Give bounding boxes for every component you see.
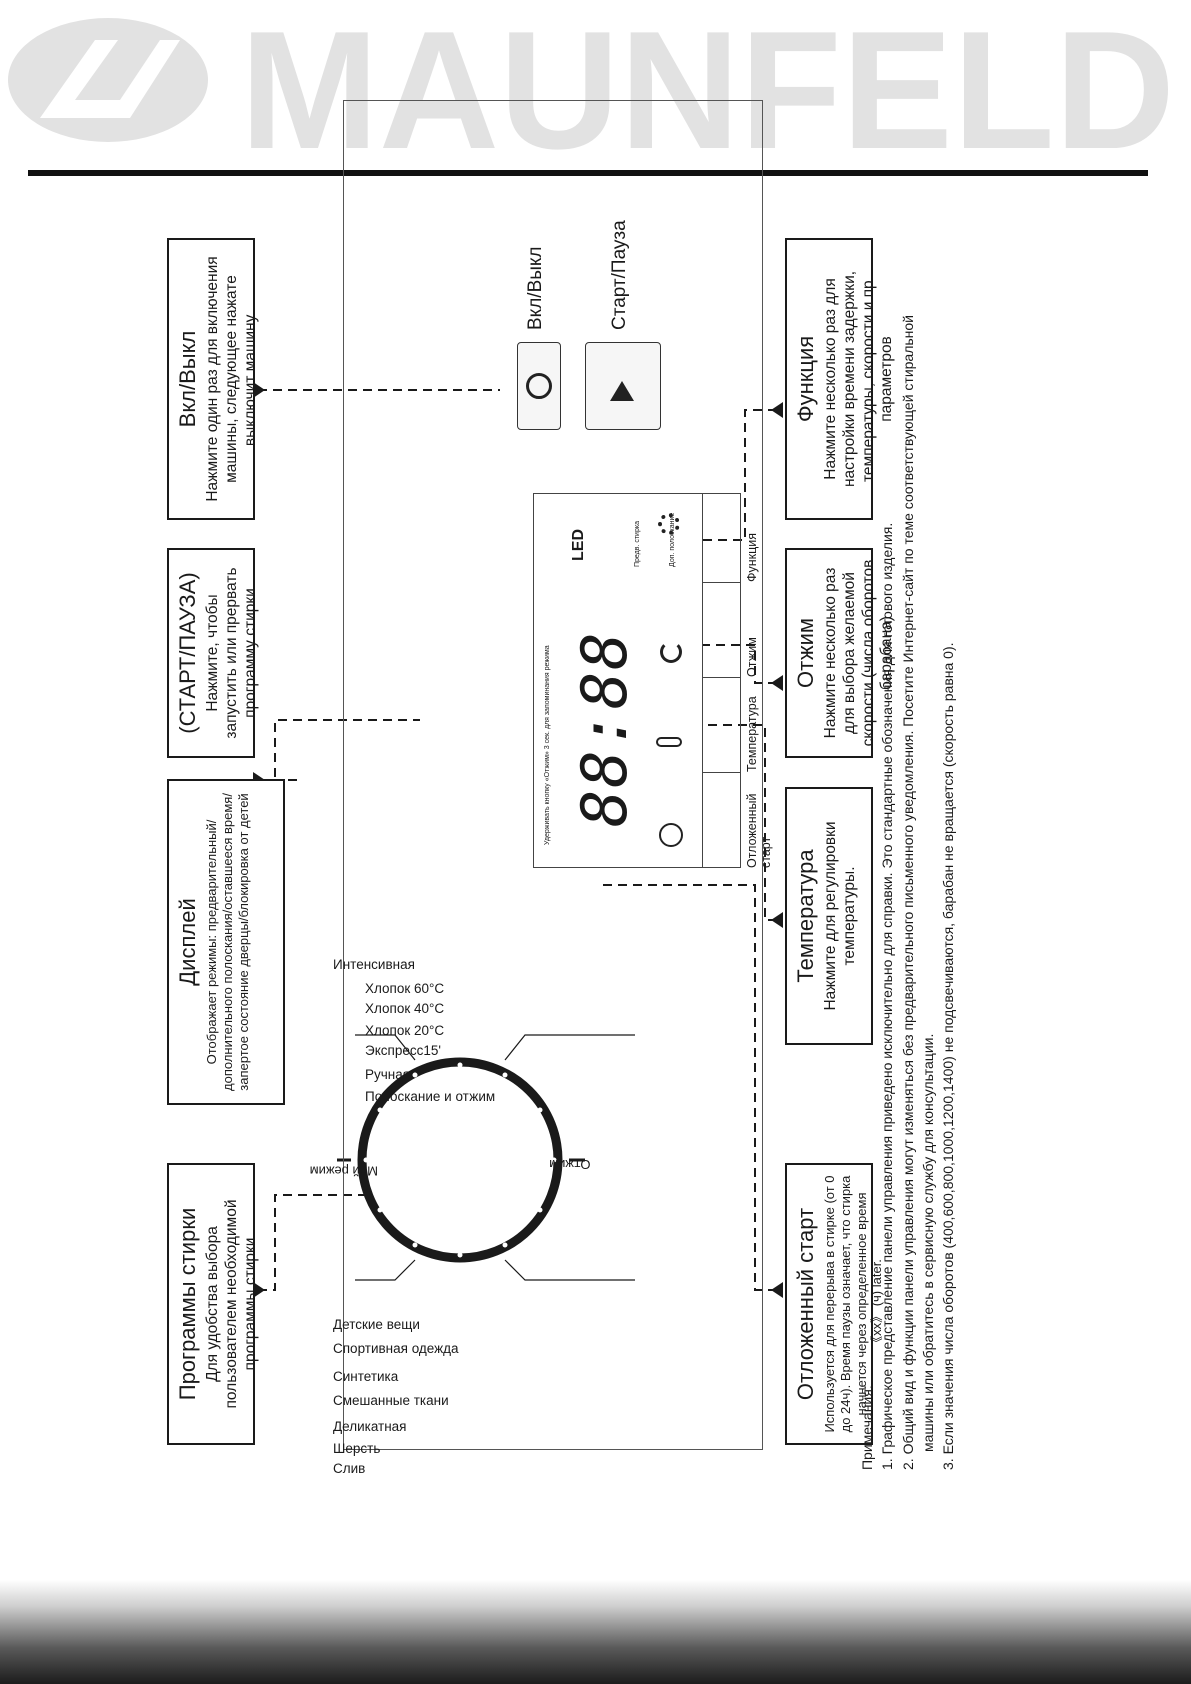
program-label[interactable]: Хлопок 40°C — [365, 1001, 445, 1016]
program-label[interactable]: Шерсть — [333, 1441, 381, 1456]
note-item: 2. Общий вид и функции панели управления… — [899, 314, 916, 1470]
program-label[interactable]: Смешанные ткани — [333, 1393, 449, 1408]
control-panel-diagram: Программы стирки Для удобства выбора пол… — [115, 100, 1075, 1580]
gear-icon — [658, 513, 680, 535]
program-label[interactable]: Деликатная — [333, 1419, 407, 1434]
play-pause-icon — [610, 381, 634, 401]
hold-hint: Удерживать кнопку «Отжим» 3 сек. для зап… — [544, 645, 551, 845]
spin-button-label: Отжим — [745, 637, 759, 677]
program-dial[interactable] — [337, 1057, 585, 1263]
spin-icon — [660, 641, 682, 663]
led-label: LED — [570, 529, 587, 561]
panel-button-row — [703, 493, 741, 868]
program-label[interactable]: Полоскание и отжим — [365, 1089, 496, 1104]
thermometer-icon — [656, 737, 682, 747]
prewash-label: Предв. стирка — [634, 521, 641, 567]
note-item: машины или обратитесь в сервисную службу… — [919, 1033, 936, 1452]
brand-wordmark: MAUNFELD — [240, 0, 1175, 175]
program-label[interactable]: Слив — [333, 1461, 366, 1476]
program-label[interactable]: Хлопок 20°C — [365, 1023, 445, 1038]
program-label[interactable]: Экспресс15' — [365, 1043, 441, 1058]
program-label[interactable]: Детские вещи — [333, 1317, 420, 1332]
power-label: Вкл/Выкл — [525, 246, 546, 330]
temperature-button[interactable] — [703, 677, 741, 772]
display-area: Удерживать кнопку «Отжим» 3 сек. для зап… — [533, 493, 703, 868]
note-item: 3. Если значения числа оборотов (400,600… — [940, 642, 957, 1470]
header-rule — [28, 170, 1148, 176]
notes-heading: Примечания: — [859, 1385, 875, 1470]
program-label[interactable]: Синтетика — [333, 1369, 399, 1384]
spin-button[interactable] — [703, 582, 741, 677]
dial-spin-label: Отжим — [549, 1157, 591, 1173]
start-pause-button[interactable] — [585, 342, 661, 430]
footer-band — [0, 1580, 1191, 1684]
notes: Примечания: 1. Графическое представление… — [857, 170, 958, 1470]
power-button[interactable] — [517, 342, 561, 430]
power-icon — [526, 373, 552, 399]
delay-button[interactable] — [703, 772, 741, 867]
program-label[interactable]: Ручная — [365, 1067, 411, 1082]
digits-readout: 88:88 — [568, 630, 641, 827]
function-button-label: Функция — [745, 532, 759, 582]
start-pause-label: Старт/Пауза — [609, 220, 630, 330]
function-button[interactable] — [703, 492, 741, 582]
program-label[interactable]: Спортивная одежда — [333, 1341, 459, 1356]
maunfeld-emblem-icon — [8, 18, 208, 142]
dial-my-mode-label: Мой режим — [309, 1163, 378, 1179]
program-label[interactable]: Интенсивная — [333, 957, 415, 972]
callout-programs: Программы стирки Для удобства выбора пол… — [167, 1163, 259, 1445]
callout-power: Вкл/Выкл Нажмите один раз для включения … — [167, 238, 259, 520]
program-label[interactable]: Хлопок 60°C — [365, 981, 445, 996]
callout-start-pause: (СТАРТ/ПАУЗА) Нажмите, чтобы запустить и… — [167, 548, 259, 758]
note-item: 1. Графическое представление панели упра… — [879, 522, 896, 1470]
temperature-button-label: Температура — [745, 696, 759, 772]
delay-button-label: Отложенный старт — [745, 793, 773, 868]
brand-logo: MAUNFELD — [8, 0, 1175, 175]
clock-icon — [659, 823, 683, 847]
callout-display: Дисплей Отображает режимы: предварительн… — [167, 779, 285, 1105]
